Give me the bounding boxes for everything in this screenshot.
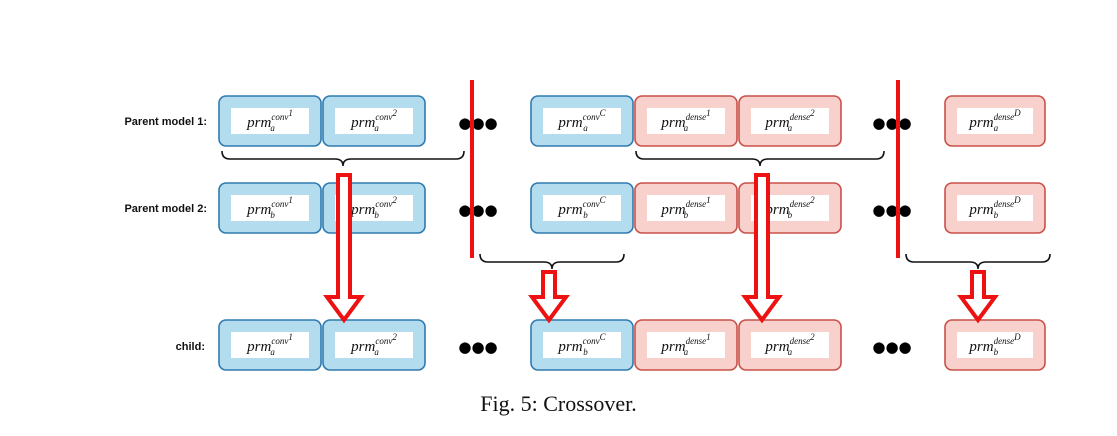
row-label-parent-2: Parent model 2: — [124, 203, 207, 215]
param-label-bg — [231, 108, 309, 134]
grouping-brace — [905, 253, 1051, 270]
ellipsis-dots: ●●● — [872, 338, 911, 356]
grouping-brace — [221, 150, 465, 167]
param-label-bg — [647, 332, 725, 358]
param-label-bg — [231, 195, 309, 221]
crossover-diagram: Parent model 1: Parent model 2: child: p… — [124, 80, 1051, 371]
param-label-bg — [957, 332, 1033, 358]
param-label-bg — [957, 195, 1033, 221]
param-label-bg — [751, 332, 829, 358]
inheritance-arrow — [741, 173, 783, 324]
braces — [221, 150, 1051, 270]
ellipsis-dots: ●●● — [872, 201, 911, 219]
param-label-bg — [957, 108, 1033, 134]
param-label-bg — [335, 332, 413, 358]
param-label-bg — [543, 108, 621, 134]
row-label-child: child: — [176, 341, 205, 353]
row-label-parent-1: Parent model 1: — [124, 116, 207, 128]
param-label-bg — [751, 108, 829, 134]
param-label-bg — [647, 195, 725, 221]
ellipsis-dots: ●●● — [458, 201, 497, 219]
param-label-bg — [543, 195, 621, 221]
grouping-brace — [635, 150, 885, 167]
param-label-bg — [543, 332, 621, 358]
inheritance-arrow — [323, 173, 365, 324]
inheritance-arrows — [323, 173, 999, 324]
crossover-cut-lines — [470, 80, 900, 258]
ellipsis-dots: ●●● — [458, 338, 497, 356]
grouping-brace — [479, 253, 625, 270]
ellipsis-dots: ●●● — [458, 114, 497, 132]
param-label-bg — [231, 332, 309, 358]
figure-caption: Fig. 5: Crossover. — [480, 391, 637, 416]
ellipsis-dots: ●●● — [872, 114, 911, 132]
param-label-bg — [647, 108, 725, 134]
param-label-bg — [335, 108, 413, 134]
ellipses: ●●● ●●● ●●● ●●● ●●● ●●● — [458, 114, 911, 356]
inheritance-arrow — [528, 270, 570, 324]
inheritance-arrow — [957, 270, 999, 324]
